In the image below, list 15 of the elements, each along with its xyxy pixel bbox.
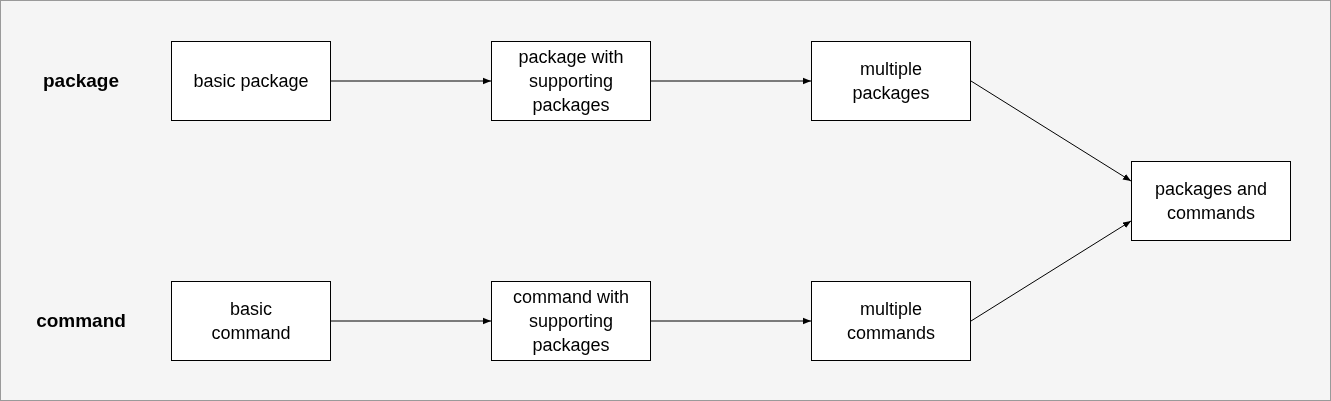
arrow (330, 77, 492, 85)
arrow (650, 317, 812, 325)
arrow (650, 77, 812, 85)
process-box: package with supporting packages (491, 41, 651, 121)
arrow (330, 317, 492, 325)
process-box: basic command (171, 281, 331, 361)
process-box: command with supporting packages (491, 281, 651, 361)
row-label: package (43, 70, 119, 92)
process-box: basic package (171, 41, 331, 121)
process-box: multiple commands (811, 281, 971, 361)
row-label: command (36, 310, 126, 332)
process-box: packages and commands (1131, 161, 1291, 241)
process-box: multiple packages (811, 41, 971, 121)
arrow (970, 220, 1132, 322)
arrow (970, 80, 1132, 182)
